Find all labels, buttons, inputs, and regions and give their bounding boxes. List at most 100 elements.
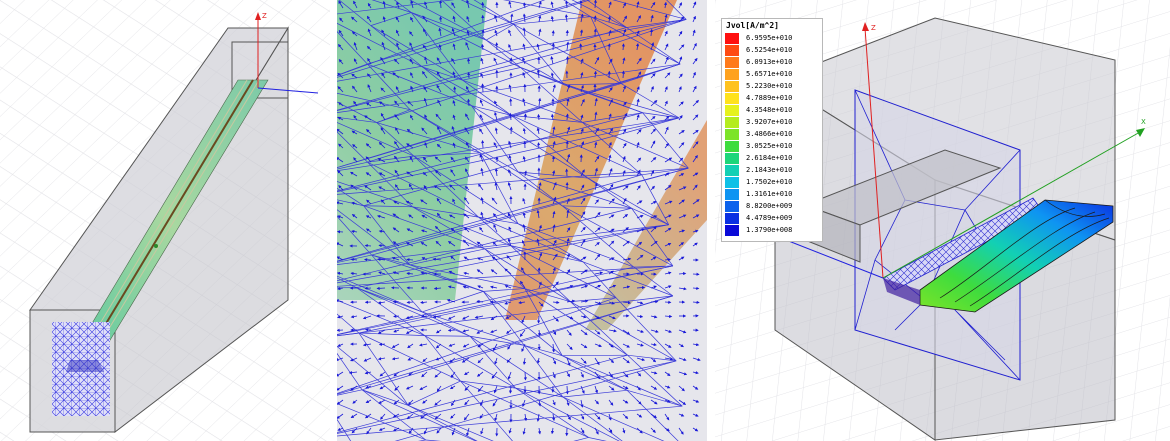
mesh-edge bbox=[358, 332, 461, 382]
field-vector-arrow bbox=[435, 357, 442, 361]
field-vector-arrow bbox=[678, 56, 683, 65]
left-viewport[interactable]: Z bbox=[0, 0, 330, 441]
field-vector-arrow bbox=[377, 158, 386, 163]
field-vector-arrow bbox=[552, 413, 556, 422]
field-vector-arrow bbox=[566, 197, 570, 205]
legend-swatch bbox=[725, 165, 739, 176]
legend-swatch bbox=[725, 69, 739, 80]
mesh-edge bbox=[408, 380, 461, 406]
field-vector-arrow bbox=[494, 100, 498, 107]
field-vector-arrow bbox=[536, 413, 540, 422]
field-vector-arrow bbox=[337, 315, 344, 319]
field-vector-arrow bbox=[622, 197, 627, 205]
mesh-edge bbox=[563, 0, 591, 17]
field-vector-arrow bbox=[521, 315, 526, 324]
field-vector-arrow bbox=[476, 241, 484, 247]
field-vector-arrow bbox=[664, 357, 674, 361]
gap-line-2 bbox=[89, 79, 260, 361]
field-vector-arrow bbox=[422, 399, 428, 404]
field-vector-arrow bbox=[664, 56, 669, 65]
field-vector-arrow bbox=[636, 254, 644, 261]
field-vector-arrow bbox=[678, 287, 687, 291]
field-vector-arrow bbox=[405, 385, 414, 390]
field-vector-arrow bbox=[636, 71, 642, 79]
field-vector-arrow bbox=[566, 329, 572, 336]
field-vector-arrow bbox=[552, 371, 556, 379]
mesh-edge bbox=[485, 39, 521, 68]
middle-viewport[interactable] bbox=[337, 0, 707, 441]
field-vector-arrow bbox=[650, 315, 658, 319]
field-vector-arrow bbox=[566, 209, 570, 219]
field-vector-arrow bbox=[434, 170, 442, 177]
field-vector-arrow bbox=[622, 427, 626, 434]
mesh-edge bbox=[337, 295, 673, 337]
legend-entry: 2.1843e+010 bbox=[724, 165, 820, 176]
trace-mesh bbox=[883, 198, 1043, 290]
field-vector-arrow bbox=[608, 168, 613, 177]
field-vector-arrow bbox=[480, 399, 484, 407]
mesh-edge bbox=[485, 24, 514, 41]
field-vector-arrow bbox=[580, 239, 586, 247]
field-vector-arrow bbox=[636, 129, 642, 135]
field-vector-arrow bbox=[566, 41, 570, 51]
field-vector-arrow bbox=[451, 2, 456, 9]
field-vector-arrow bbox=[650, 100, 658, 107]
field-vector-arrow bbox=[522, 212, 526, 219]
field-vector-arrow bbox=[447, 328, 456, 332]
field-vector-arrow bbox=[462, 343, 470, 348]
field-vector-arrow bbox=[538, 182, 542, 191]
field-vector-arrow bbox=[636, 343, 644, 347]
field-vector-arrow bbox=[566, 399, 570, 407]
field-vector-arrow bbox=[422, 44, 428, 51]
field-vector-arrow bbox=[538, 0, 542, 9]
field-vector-arrow bbox=[608, 228, 615, 233]
field-vector-arrow bbox=[650, 42, 655, 51]
mesh-edge bbox=[478, 216, 511, 246]
field-vector-arrow bbox=[466, 15, 470, 23]
mesh-edge bbox=[337, 360, 677, 434]
field-vector-arrow bbox=[436, 212, 442, 219]
field-vector-arrow bbox=[594, 385, 598, 394]
mesh-edge bbox=[367, 155, 414, 163]
field-vector-arrow bbox=[508, 154, 512, 163]
mesh-edge bbox=[337, 19, 687, 82]
field-vector-arrow bbox=[550, 72, 554, 79]
field-vector-arrow bbox=[405, 200, 414, 205]
field-vector-arrow bbox=[552, 253, 558, 261]
mesh-edge bbox=[337, 295, 674, 395]
mesh-edge bbox=[422, 311, 525, 346]
field-vector-arrow bbox=[664, 30, 668, 37]
field-vector-arrow bbox=[622, 214, 629, 219]
mesh-edge bbox=[337, 131, 368, 163]
field-vectors bbox=[337, 0, 701, 437]
field-vector-arrow bbox=[692, 286, 700, 290]
field-vector-arrow bbox=[636, 169, 641, 177]
field-vector-arrow bbox=[464, 197, 470, 205]
field-vector-arrow bbox=[494, 29, 498, 37]
field-vector-arrow bbox=[395, 16, 400, 23]
field-vector-arrow bbox=[580, 169, 585, 177]
field-vector-arrow bbox=[480, 43, 485, 51]
field-vector-arrow bbox=[664, 314, 673, 318]
field-vector-arrow bbox=[463, 271, 470, 275]
field-vector-arrow bbox=[476, 329, 484, 334]
field-vector-arrow bbox=[692, 99, 699, 107]
field-vector-arrow bbox=[436, 197, 442, 205]
field-vector-arrow bbox=[338, 102, 344, 107]
field-vector-arrow bbox=[678, 242, 685, 247]
field-vector-arrow bbox=[622, 169, 626, 177]
field-vector-arrow bbox=[522, 27, 526, 37]
field-vector-arrow bbox=[678, 229, 686, 233]
field-vector-arrow bbox=[550, 56, 554, 65]
field-vector-arrow bbox=[536, 69, 540, 79]
field-vector-arrow bbox=[395, 86, 400, 93]
field-vector-arrow bbox=[692, 371, 699, 375]
field-vector-arrow bbox=[622, 257, 632, 261]
mesh-edge bbox=[626, 19, 687, 28]
field-vector-arrow bbox=[564, 14, 569, 23]
field-vector-arrow bbox=[594, 155, 600, 163]
field-vector-arrow bbox=[505, 315, 512, 319]
field-vector-arrow bbox=[477, 285, 484, 289]
field-vector-arrow bbox=[338, 29, 344, 37]
